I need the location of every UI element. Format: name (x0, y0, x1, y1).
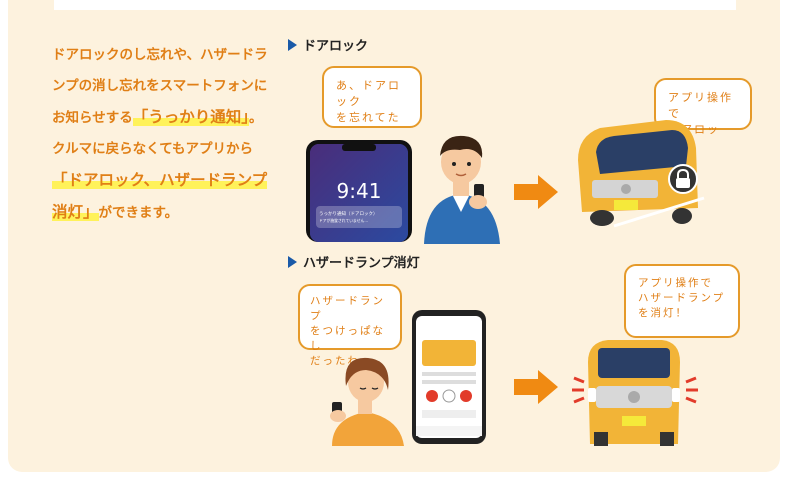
speech-bubble-car-hazard: アプリ操作で ハザードランプ を消灯！ (624, 264, 740, 338)
arrow-right-icon (514, 370, 558, 404)
top-divider (54, 0, 736, 10)
bubble-text: あ、ドアロック を忘れてた (336, 79, 401, 124)
car-illustration-doorlock (578, 120, 705, 228)
bubble-text: ハザードランプ をつけっぱなし だったわ (310, 295, 385, 367)
feature-description: ドアロックのし忘れや、ハザードランプの消し忘れをスマートフォンにお知らせする「う… (52, 40, 272, 229)
woman-illustration (330, 357, 404, 446)
content-card: ドアロックのし忘れや、ハザードランプの消し忘れをスマートフォンにお知らせする「う… (8, 0, 780, 472)
description-paragraph-2: クルマに戻らなくてもアプリから「ドアロック、ハザードランプ消灯」ができます。 (52, 134, 272, 229)
car-illustration-hazard (588, 340, 680, 446)
arrow-right-icon (514, 175, 558, 209)
description-text-2b: ができます。 (98, 205, 179, 221)
description-text-2: クルマに戻らなくてもアプリから (52, 141, 254, 157)
triangle-marker-icon (288, 255, 297, 268)
phone-time: 9:41 (337, 179, 382, 203)
description-text-1: ドアロックのし忘れや、ハザードランプの消し忘れをスマートフォンにお知らせする (52, 47, 268, 126)
description-paragraph-1: ドアロックのし忘れや、ハザードランプの消し忘れをスマートフォンにお知らせする「う… (52, 40, 272, 134)
section-title-text: ハザードランプ消灯 (303, 256, 420, 271)
speech-bubble-person-hazard: ハザードランプ をつけっぱなし だったわ (298, 284, 402, 367)
phone-notice-title: うっかり通知（ドアロック） (319, 210, 378, 217)
description-text-1b: 。 (249, 110, 263, 126)
phone-notice-body: ドアが施錠されていません… (319, 218, 368, 223)
phone-lockscreen: 9:41 うっかり通知（ドアロック） ドアが施錠されていません… (306, 140, 412, 242)
hazard-lights-icon (572, 376, 698, 404)
speech-bubble-person-doorlock: あ、ドアロック を忘れてた (322, 66, 422, 128)
triangle-marker-icon (288, 38, 297, 51)
section-title-hazard: ハザードランプ消灯 (288, 252, 420, 271)
lock-icon (668, 164, 698, 194)
bubble-text: アプリ操作で ハザードランプ を消灯！ (638, 277, 726, 319)
section-title-text: ドアロック (303, 39, 369, 54)
man-illustration (424, 135, 500, 244)
section-title-doorlock: ドアロック (288, 35, 368, 54)
phone-app-screen (412, 310, 486, 444)
highlight-uukkari: 「うっかり通知」 (132, 108, 249, 126)
